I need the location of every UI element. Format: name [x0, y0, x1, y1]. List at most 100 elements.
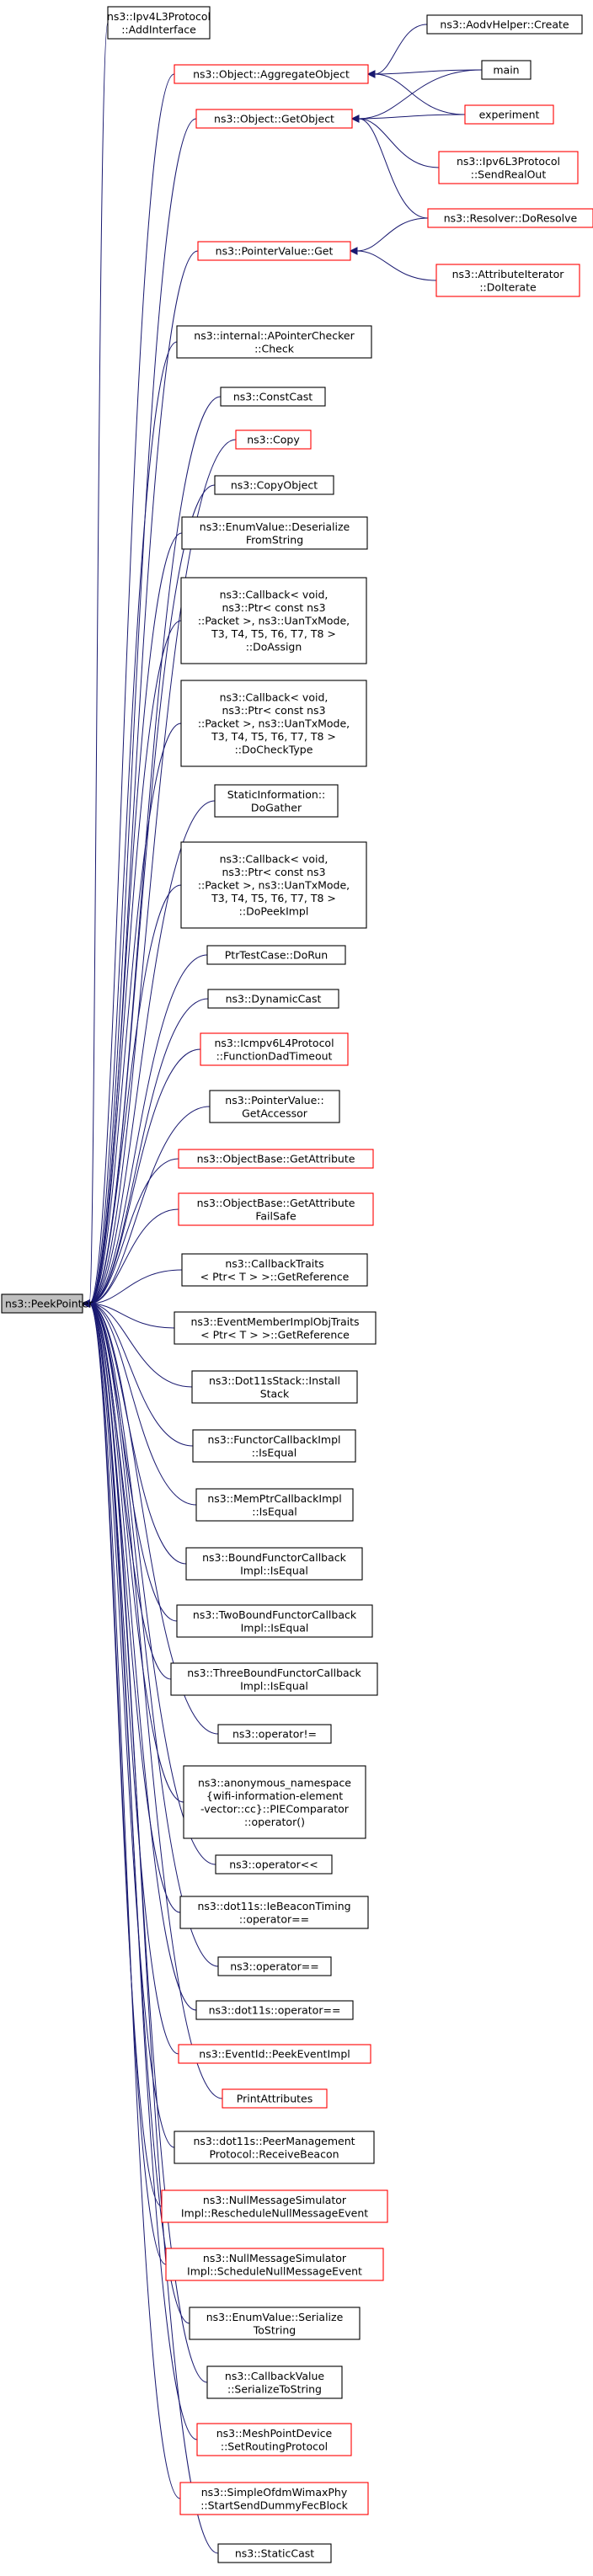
node-box	[197, 241, 351, 261]
root-node-peek[interactable]: ns3::PeekPointer	[1, 1293, 93, 1314]
caller-node-anon[interactable]: ns3::anonymous_namespace{wifi-informatio…	[183, 1765, 366, 1839]
call-edge-cbassign-to-peek	[88, 620, 182, 1304]
call-edge-pvget-to-peek	[88, 250, 199, 1304]
caller-node-opeq[interactable]: ns3::operator==	[217, 1956, 332, 1976]
caller-node-fcb[interactable]: ns3::FunctorCallbackImpl::IsEqual	[192, 1429, 356, 1463]
caller-node-staticcast[interactable]: ns3::StaticCast	[217, 2543, 332, 2563]
node-label-line: ns3::Object::GetObject	[214, 113, 334, 125]
caller-node-d11beq[interactable]: ns3::dot11s::IeBeaconTiming::operator==	[179, 1896, 369, 1929]
caller-node-prattr[interactable]: PrintAttributes	[222, 2088, 328, 2109]
caller-node-aodv[interactable]: ns3::AodvHelper::Create	[426, 14, 583, 35]
node-label-line: Impl::RescheduleNullMessageEvent	[181, 2206, 368, 2219]
node-label-line: ::Packet >, ns3::UanTxMode,	[198, 615, 350, 627]
node-label-line: ns3::dot11s::operator==	[209, 2004, 341, 2017]
call-edge-enumser-to-peek	[88, 1303, 190, 2324]
caller-node-d11eq[interactable]: ns3::dot11s::operator==	[195, 2000, 354, 2020]
caller-node-main[interactable]: main	[481, 60, 532, 80]
arrowhead-staticcast-to-peek	[81, 1299, 90, 1308]
node-label-line: ns3::Ptr< const ns3	[222, 601, 325, 614]
node-label-line: PrintAttributes	[237, 2093, 313, 2105]
caller-node-cbser[interactable]: ns3::CallbackValue::SerializeToString	[206, 2365, 343, 2399]
node-box	[426, 14, 583, 35]
node-box	[185, 1547, 363, 1581]
caller-node-cbtr[interactable]: ns3::CallbackTraits< Ptr< T > >::GetRefe…	[181, 1253, 368, 1287]
call-edge-obgafs-to-peek	[88, 1208, 179, 1304]
caller-node-opne[interactable]: ns3::operator!=	[217, 1724, 332, 1744]
call-edge-staticcast-to-peek	[88, 1303, 219, 2554]
node-box	[1, 1293, 83, 1314]
node-label-line: ns3::operator!=	[232, 1728, 317, 1741]
node-label-line: ns3::anonymous_namespace	[198, 1776, 351, 1789]
node-label-line: Protocol::ReceiveBeacon	[209, 2147, 339, 2160]
node-label-line: Impl::ScheduleNullMessageEvent	[187, 2264, 362, 2277]
caller-node-resolve[interactable]: ns3::Resolver::DoResolve	[427, 208, 593, 228]
caller-node-evpeek[interactable]: ns3::EventId::PeekEventImpl	[178, 2044, 371, 2064]
caller-node-mpcb[interactable]: ns3::MemPtrCallbackImpl::IsEqual	[195, 1488, 354, 1522]
caller-node-evmem[interactable]: ns3::EventMemberImplObjTraits< Ptr< T > …	[174, 1311, 377, 1345]
call-edge-resolve-to-getobj	[358, 118, 429, 219]
caller-node-peermgmt[interactable]: ns3::dot11s::PeerManagementProtocol::Rec…	[174, 2131, 375, 2164]
node-label-line: ns3::CallbackValue	[225, 2370, 324, 2382]
node-box	[196, 2423, 352, 2456]
caller-node-cbpeek[interactable]: ns3::Callback< void,ns3::Ptr< const ns3:…	[180, 841, 367, 929]
caller-node-icmp[interactable]: ns3::Icmpv6L4Protocol::FunctionDadTimeou…	[200, 1032, 349, 1066]
caller-node-aggr[interactable]: ns3::Object::AggregateObject	[174, 64, 369, 84]
caller-node-meshrp[interactable]: ns3::MeshPointDevice::SetRoutingProtocol	[196, 2423, 352, 2456]
call-edge-evmem-to-peek	[88, 1303, 175, 1329]
caller-node-pvget[interactable]: ns3::PointerValue::Get	[197, 241, 351, 261]
caller-node-check[interactable]: ns3::internal::APointerChecker::Check	[176, 325, 372, 359]
caller-node-tbfcb[interactable]: ns3::TwoBoundFunctorCallbackImpl::IsEqua…	[176, 1604, 373, 1638]
caller-node-cbcheck[interactable]: ns3::Callback< void,ns3::Ptr< const ns3:…	[180, 680, 367, 767]
caller-node-send[interactable]: ns3::Ipv6L3Protocol::SendRealOut	[438, 151, 579, 184]
node-label-line: GetAccessor	[242, 1107, 308, 1119]
node-label-line: ::DoPeekImpl	[239, 905, 309, 918]
arrowhead-resolve-to-getobj	[350, 115, 360, 123]
caller-node-cc[interactable]: ns3::ConstCast	[220, 387, 326, 407]
caller-node-cbassign[interactable]: ns3::Callback< void,ns3::Ptr< const ns3:…	[180, 577, 367, 664]
node-label-line: ::Packet >, ns3::UanTxMode,	[198, 717, 350, 730]
node-label-line: ns3::Ipv6L3Protocol	[457, 155, 560, 168]
caller-node-exp[interactable]: experiment	[464, 104, 554, 125]
call-edge-aodv-to-aggr	[374, 24, 428, 75]
node-box	[180, 577, 367, 664]
caller-node-copy[interactable]: ns3::Copy	[235, 429, 312, 450]
node-label-line: ns3::EventMemberImplObjTraits	[190, 1315, 359, 1328]
caller-node-nmsresch[interactable]: ns3::NullMessageSimulatorImpl::Reschedul…	[161, 2189, 388, 2223]
node-box	[174, 64, 369, 84]
caller-node-pvacc[interactable]: ns3::PointerValue::GetAccessor	[209, 1090, 340, 1123]
node-box	[107, 6, 211, 40]
node-box	[191, 1370, 358, 1404]
node-label-line: ns3::operator<<	[229, 1859, 318, 1871]
caller-node-wimax[interactable]: ns3::SimpleOfdmWimaxPhy::StartSendDummyF…	[179, 2482, 369, 2515]
node-label-line: ToString	[253, 2323, 296, 2336]
node-box	[215, 1854, 333, 1875]
caller-node-sigather[interactable]: StaticInformation::DoGather	[214, 784, 339, 818]
call-edge-obga-to-peek	[88, 1158, 179, 1304]
node-box	[192, 1429, 356, 1463]
caller-node-ptrrun[interactable]: PtrTestCase::DoRun	[206, 945, 346, 965]
node-box	[217, 1956, 332, 1976]
caller-node-copyo[interactable]: ns3::CopyObject	[214, 475, 334, 495]
node-box	[214, 784, 339, 818]
caller-node-obga[interactable]: ns3::ObjectBase::GetAttribute	[178, 1149, 374, 1169]
node-label-line: ns3::Resolver::DoResolve	[444, 212, 578, 225]
caller-node-enumser[interactable]: ns3::EnumValue::SerializeToString	[189, 2307, 361, 2340]
arrowhead-attrit-to-pvget	[349, 247, 358, 255]
caller-node-oplt[interactable]: ns3::operator<<	[215, 1854, 333, 1875]
caller-node-thbfcb[interactable]: ns3::ThreeBoundFunctorCallbackImpl::IsEq…	[170, 1662, 378, 1696]
node-label-line: DoGather	[251, 801, 302, 813]
call-edge-anon-to-peek	[88, 1303, 184, 1803]
node-label-line: ::operator==	[239, 1912, 309, 1925]
caller-node-attrit[interactable]: ns3::AttributeIterator::DoIterate	[435, 264, 580, 297]
node-label-line: FailSafe	[255, 1209, 296, 1222]
node-label-line: ns3::Ptr< const ns3	[222, 704, 325, 717]
caller-node-addif[interactable]: ns3::Ipv4L3Protocol::AddInterface	[107, 6, 211, 40]
node-label-line: ::IsEqual	[252, 1505, 297, 1517]
caller-node-getobj[interactable]: ns3::Object::GetObject	[195, 109, 353, 129]
caller-node-dyncast[interactable]: ns3::DynamicCast	[207, 989, 339, 1009]
caller-node-nmssch[interactable]: ns3::NullMessageSimulatorImpl::ScheduleN…	[165, 2248, 384, 2281]
